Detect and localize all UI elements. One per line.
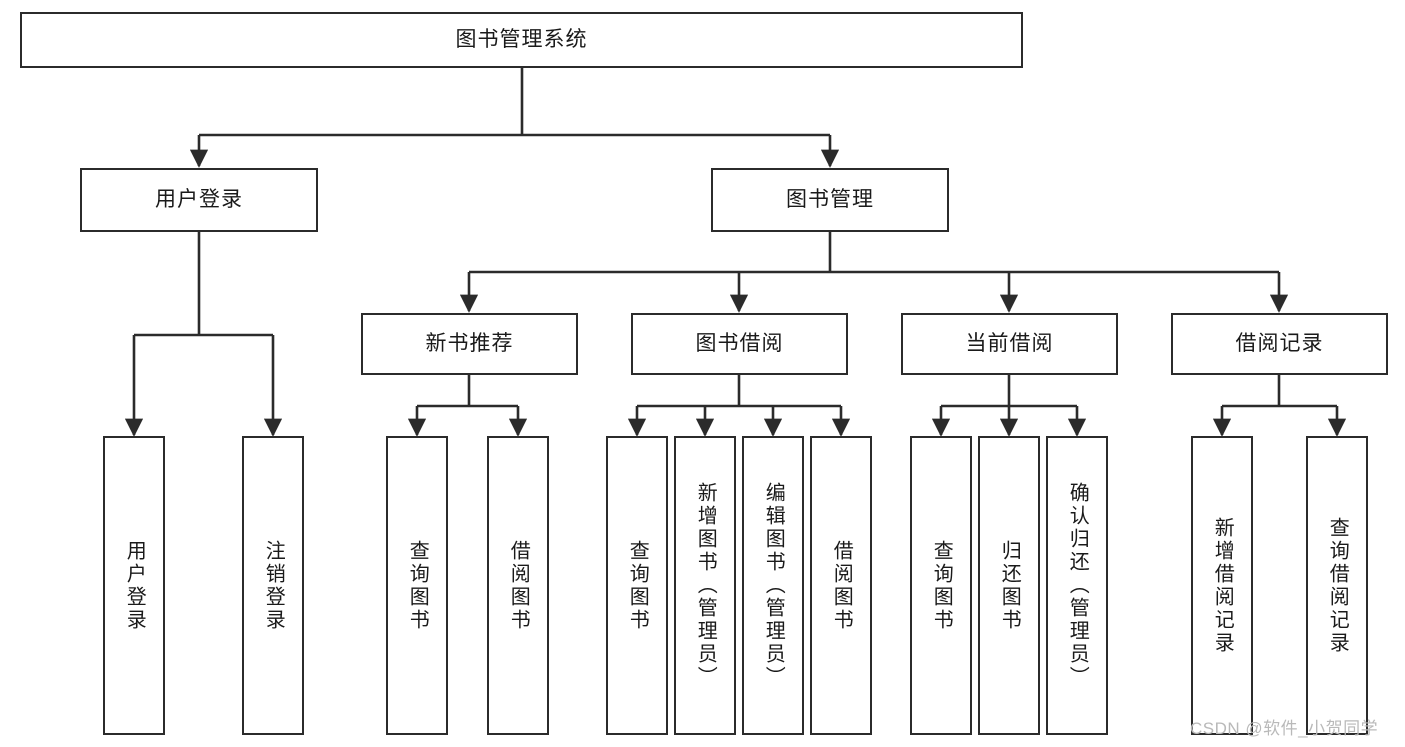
node-label: 图书管理 — [786, 187, 874, 211]
node-label: 查询图书 — [626, 539, 649, 632]
node-label: 新书推荐 — [425, 331, 514, 355]
node-book-management-system[interactable]: 图书管理系统 — [20, 12, 1023, 68]
node-label: 查询借阅记录 — [1326, 516, 1349, 655]
node-leaf-add-record[interactable]: 新增借阅记录 — [1191, 436, 1253, 735]
node-leaf-query-record[interactable]: 查询借阅记录 — [1306, 436, 1368, 735]
node-label: 当前借阅 — [965, 331, 1054, 355]
node-label: 借阅图书 — [830, 539, 853, 632]
node-leaf-query-book-3[interactable]: 查询图书 — [910, 436, 972, 735]
node-label: 用户登录 — [155, 187, 243, 211]
csdn-watermark: CSDN @软件_小贺同学 — [1190, 719, 1379, 738]
node-leaf-query-book-1[interactable]: 查询图书 — [386, 436, 448, 735]
node-borrow-record[interactable]: 借阅记录 — [1171, 313, 1388, 375]
node-label: 确认归还（管理员） — [1066, 482, 1089, 689]
node-label: 新增图书（管理员） — [694, 482, 717, 689]
node-leaf-confirm-return[interactable]: 确认归还（管理员） — [1046, 436, 1108, 735]
node-new-book-recommend[interactable]: 新书推荐 — [361, 313, 578, 375]
node-leaf-edit-book[interactable]: 编辑图书（管理员） — [742, 436, 804, 735]
node-leaf-query-book-2[interactable]: 查询图书 — [606, 436, 668, 735]
node-user-login[interactable]: 用户登录 — [80, 168, 318, 232]
node-label: 用户登录 — [123, 539, 146, 632]
node-label: 新增借阅记录 — [1211, 516, 1234, 655]
node-leaf-add-book[interactable]: 新增图书（管理员） — [674, 436, 736, 735]
node-label: 借阅记录 — [1235, 331, 1324, 355]
node-leaf-return-book[interactable]: 归还图书 — [978, 436, 1040, 735]
node-label: 归还图书 — [998, 539, 1021, 632]
node-label: 图书管理系统 — [455, 27, 588, 51]
node-book-borrow[interactable]: 图书借阅 — [631, 313, 848, 375]
node-leaf-user-login[interactable]: 用户登录 — [103, 436, 165, 735]
node-leaf-borrow-book-1[interactable]: 借阅图书 — [487, 436, 549, 735]
node-label: 图书借阅 — [695, 331, 784, 355]
node-label: 编辑图书（管理员） — [762, 482, 785, 689]
node-label: 注销登录 — [262, 539, 285, 632]
node-current-borrow[interactable]: 当前借阅 — [901, 313, 1118, 375]
node-book-management[interactable]: 图书管理 — [711, 168, 949, 232]
node-label: 查询图书 — [406, 539, 429, 632]
node-label: 查询图书 — [930, 539, 953, 632]
node-leaf-logout-login[interactable]: 注销登录 — [242, 436, 304, 735]
node-leaf-borrow-book-2[interactable]: 借阅图书 — [810, 436, 872, 735]
node-label: 借阅图书 — [507, 539, 530, 632]
